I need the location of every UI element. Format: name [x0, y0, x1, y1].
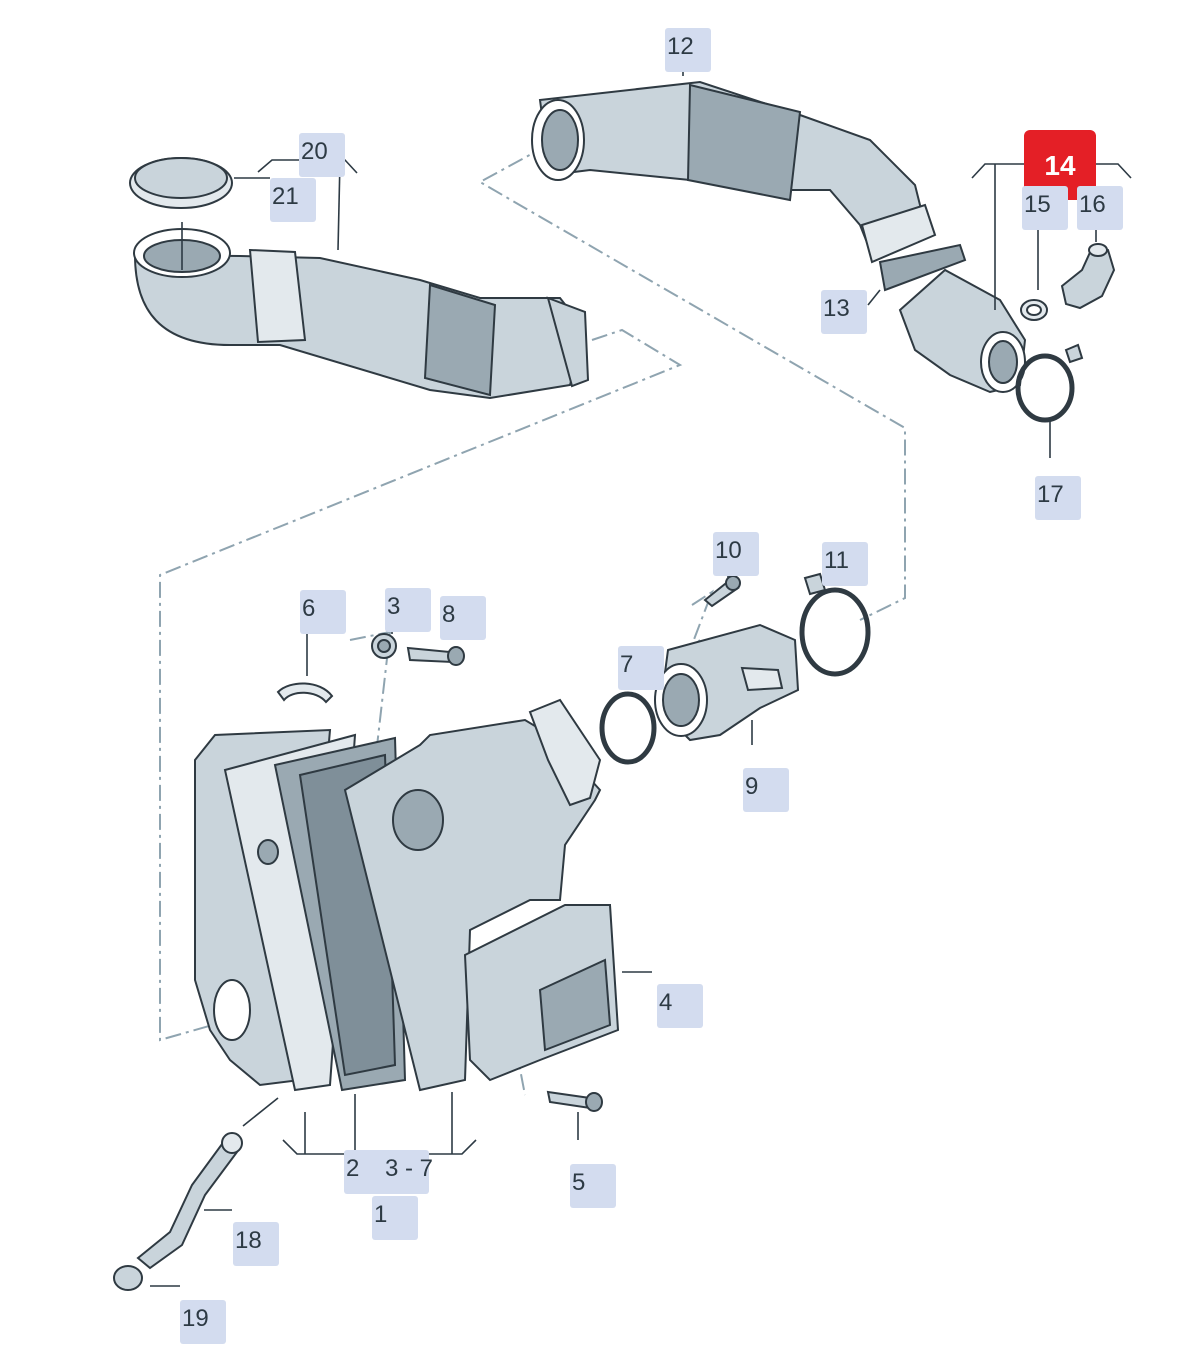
- callout-box[interactable]: [344, 1150, 390, 1194]
- clamp-17: [1015, 353, 1075, 423]
- callout-box[interactable]: [1077, 186, 1123, 230]
- callout-number: 13: [823, 295, 850, 322]
- callout-7[interactable]: 7: [618, 646, 664, 690]
- callout-box[interactable]: [822, 542, 868, 586]
- callout-number: 4: [659, 989, 672, 1016]
- callout-box[interactable]: [618, 646, 664, 690]
- callout-12[interactable]: 12: [665, 28, 711, 72]
- callout-1[interactable]: 1: [372, 1196, 418, 1240]
- callout-21[interactable]: 21: [270, 178, 316, 222]
- callout-20[interactable]: 20: [299, 133, 345, 177]
- callout-box[interactable]: [821, 290, 867, 334]
- callout-number: 16: [1079, 191, 1106, 218]
- callout-box[interactable]: [665, 28, 711, 72]
- callout-number: 7: [620, 651, 633, 678]
- callout-box[interactable]: [1024, 130, 1096, 200]
- callout-box[interactable]: [270, 178, 316, 222]
- callout-box[interactable]: [743, 768, 789, 812]
- callout-box[interactable]: [657, 984, 703, 1028]
- callout-number: 3: [387, 593, 400, 620]
- intake-hose-right: [531, 80, 967, 292]
- callout-box[interactable]: [180, 1300, 226, 1344]
- callout-number: 2: [346, 1155, 359, 1182]
- callout-3[interactable]: 3: [385, 588, 431, 632]
- callout-number: 6: [302, 595, 315, 622]
- callout-number: 20: [301, 138, 328, 165]
- callout-4[interactable]: 4: [657, 984, 703, 1028]
- callout-box[interactable]: [385, 588, 431, 632]
- callout-13[interactable]: 13: [821, 290, 867, 334]
- callout-box[interactable]: [713, 532, 759, 576]
- callout-number: 15: [1024, 191, 1051, 218]
- callout-number: 19: [182, 1305, 209, 1332]
- screw-5: [546, 1090, 591, 1110]
- callout-number: 17: [1037, 481, 1064, 508]
- airmass-meter-assembly: [599, 572, 871, 765]
- bolt-8: [406, 646, 454, 664]
- callout-box[interactable]: [233, 1222, 279, 1266]
- clamp-11: [799, 587, 871, 677]
- air-filter-housing: [194, 698, 620, 1112]
- callout-10[interactable]: 10: [713, 532, 759, 576]
- callout-number: 3 - 7: [385, 1155, 433, 1182]
- callout-number: 8: [442, 601, 455, 628]
- callout-number: 14: [1044, 150, 1076, 181]
- callout-11[interactable]: 11: [822, 542, 868, 586]
- callout-box[interactable]: [440, 596, 486, 640]
- intake-hose-left: [129, 157, 590, 400]
- callout-8[interactable]: 8: [440, 596, 486, 640]
- callout-6[interactable]: 6: [300, 590, 346, 634]
- seal-7: [599, 691, 657, 765]
- callout-17[interactable]: 17: [1035, 476, 1081, 520]
- callout-box[interactable]: [372, 1196, 418, 1240]
- callout-number: 9: [745, 773, 758, 800]
- drain-hose: [113, 1097, 279, 1291]
- callout-15[interactable]: 15: [1022, 186, 1068, 230]
- clamp-19: [113, 1265, 143, 1291]
- callout-number: 1: [374, 1201, 387, 1228]
- small-fasteners: [276, 633, 465, 704]
- callout-number: 10: [715, 537, 742, 564]
- callout-2[interactable]: 2: [344, 1150, 390, 1194]
- callout-3-7[interactable]: 3 - 7: [383, 1150, 433, 1194]
- callout-box[interactable]: [299, 133, 345, 177]
- callout-number: 21: [272, 183, 299, 210]
- callout-number: 11: [824, 547, 849, 574]
- clip-6: [276, 682, 334, 704]
- callout-number: 18: [235, 1227, 262, 1254]
- elbow-assembly: [898, 243, 1116, 423]
- callout-box[interactable]: [570, 1164, 616, 1208]
- callout-box[interactable]: [383, 1150, 429, 1194]
- callout-19[interactable]: 19: [180, 1300, 226, 1344]
- callout-box[interactable]: [1035, 476, 1081, 520]
- callout-5[interactable]: 5: [570, 1164, 616, 1208]
- callout-16[interactable]: 16: [1077, 186, 1123, 230]
- callout-box[interactable]: [1022, 186, 1068, 230]
- callout-box[interactable]: [300, 590, 346, 634]
- callout-14[interactable]: 14: [1024, 130, 1096, 200]
- callout-18[interactable]: 18: [233, 1222, 279, 1266]
- valve-16: [1060, 246, 1116, 310]
- callout-9[interactable]: 9: [743, 768, 789, 812]
- callout-number: 5: [572, 1169, 585, 1196]
- callout-number: 12: [667, 33, 694, 60]
